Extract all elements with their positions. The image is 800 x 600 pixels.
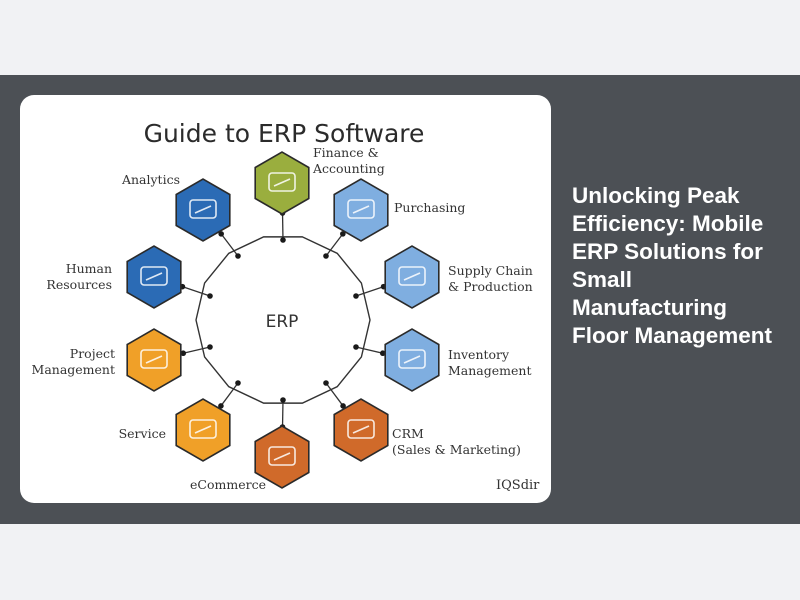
module-label-inventory: Management [448,363,531,378]
module-label-supply: & Production [448,279,533,294]
connector-purchasing [325,233,344,257]
people-icon [140,266,168,286]
module-label-finance: Accounting [312,161,385,176]
module-label-hr: Human [66,261,112,276]
gear-person-icon [189,419,217,439]
connector-service [220,382,239,407]
module-label-project: Management [32,362,115,377]
connector-hr [182,286,211,297]
erp-diagram-card: Guide to ERP Software ERP Finance &Accou… [20,95,551,503]
connector-dot [207,344,213,350]
connector-dot [235,253,241,259]
connector-dot [207,293,213,299]
connector-dot [379,350,386,357]
warehouse-icon [398,349,426,369]
connector-dot [280,237,286,243]
module-label-ecommerce: eCommerce [190,477,266,492]
chart-screen-icon [189,199,217,219]
module-service: Service [119,380,241,462]
connector-dot [340,403,346,409]
module-crm: CRM(Sales & Marketing) [323,380,521,462]
module-label-crm: (Sales & Marketing) [392,442,521,457]
handshake-icon [347,419,375,439]
module-supply: Supply Chain& Production [353,245,533,309]
watermark: IQSdir [496,478,540,493]
connector-crm [325,382,344,407]
module-label-supply: Supply Chain [448,263,533,278]
module-label-finance: Finance & [313,145,379,160]
connector-analytics [220,233,239,257]
connector-dot [235,380,241,386]
document-icon [140,349,168,369]
factory-icon [398,266,426,286]
module-label-hr: Resources [46,277,112,292]
cart-screen-icon [268,446,296,466]
module-ecommerce: eCommerce [190,397,310,492]
connector-dot [218,403,224,409]
cart-icon [347,199,375,219]
connector-dot [323,253,329,259]
connector-dot [340,231,346,237]
module-analytics: Analytics [121,172,241,259]
erp-ring [195,236,371,404]
module-label-crm: CRM [392,426,424,441]
connector-dot [218,231,224,237]
module-label-inventory: Inventory [448,347,510,362]
diagram-title: Guide to ERP Software [144,119,425,148]
module-label-purchasing: Purchasing [394,200,465,215]
module-purchasing: Purchasing [323,178,465,259]
article-headline: Unlocking Peak Efficiency: Mobile ERP So… [572,183,773,348]
erp-diagram: Guide to ERP Software ERP Finance &Accou… [32,119,541,493]
connector-project [183,346,211,354]
connector-dot [353,293,359,299]
connector-inventory [355,346,383,354]
connector-dot [323,380,329,386]
module-finance: Finance &Accounting [254,145,385,243]
module-label-project: Project [70,346,115,361]
connector-dot [180,350,187,357]
dollar-bag-icon [268,172,296,192]
connector-supply [355,286,384,297]
connector-dot [280,397,286,403]
module-label-service: Service [119,426,166,441]
connector-dot [353,344,359,350]
module-label-analytics: Analytics [121,172,180,187]
erp-center-label: ERP [266,312,299,332]
